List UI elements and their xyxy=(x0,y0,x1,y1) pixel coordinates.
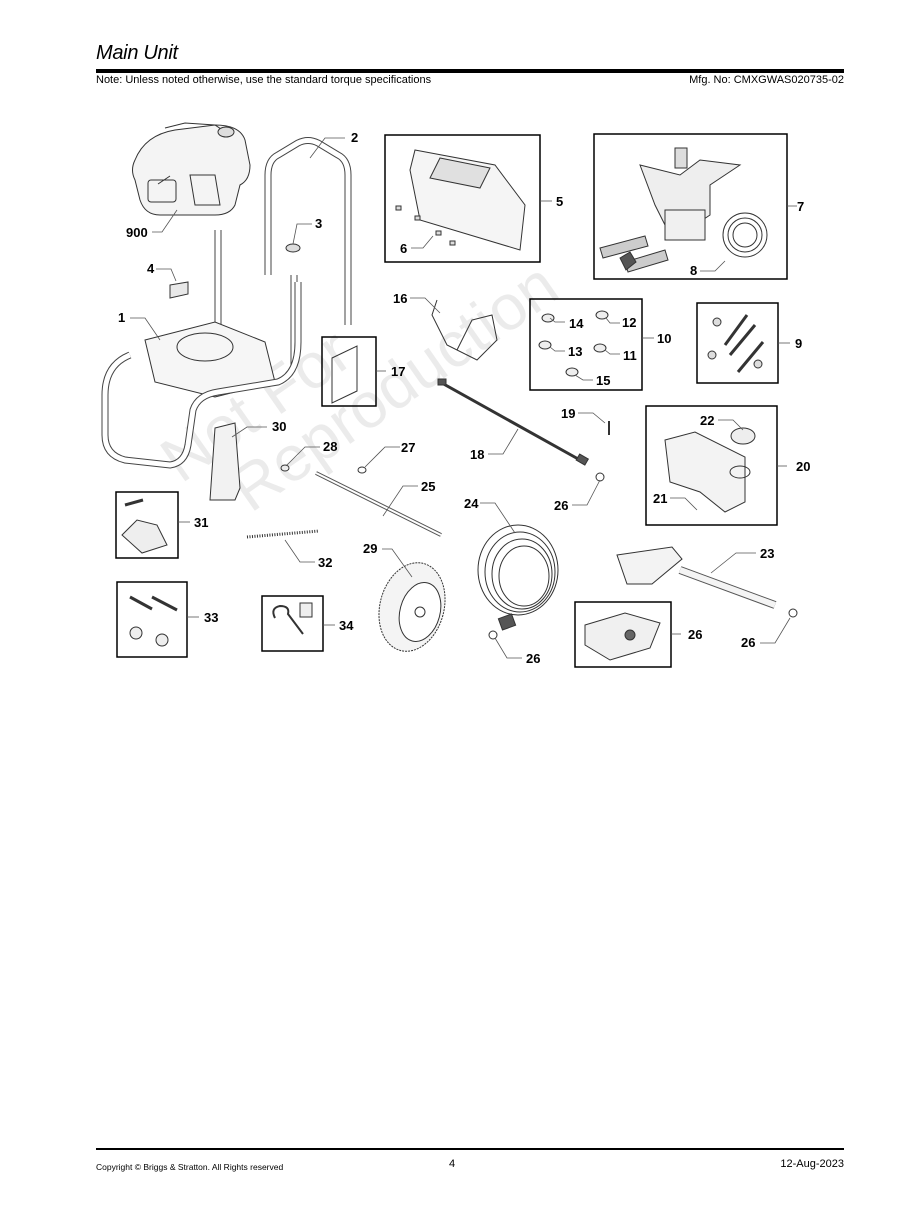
callout-6: 6 xyxy=(400,241,407,256)
nozzle-kit-box xyxy=(529,298,643,391)
callout-900: 900 xyxy=(126,225,148,240)
foot-kit-box xyxy=(115,491,179,559)
callout-27: 27 xyxy=(401,440,415,455)
handle-illustration xyxy=(264,137,352,325)
callout-30: 30 xyxy=(272,419,286,434)
callout-26-gun: 26 xyxy=(741,635,755,650)
callout-8: 8 xyxy=(690,263,697,278)
footer-rule xyxy=(96,1148,844,1150)
date: 12-Aug-2023 xyxy=(780,1158,844,1170)
callout-3: 3 xyxy=(315,216,322,231)
hose-illustration xyxy=(477,524,559,640)
page-title: Main Unit xyxy=(96,42,178,64)
spray-gun-illustration xyxy=(616,546,798,618)
callout-24: 24 xyxy=(464,496,479,511)
callout-10: 10 xyxy=(657,331,671,346)
bottle-illustration xyxy=(209,422,241,501)
callout-33: 33 xyxy=(204,610,218,625)
callout-17: 17 xyxy=(391,364,405,379)
o-ring-kit-box xyxy=(574,601,672,668)
page-number: 4 xyxy=(449,1158,456,1170)
decal-kit-box xyxy=(321,336,377,407)
callout-19: 19 xyxy=(561,406,575,421)
callout-2: 2 xyxy=(351,130,358,145)
callout-23: 23 xyxy=(760,546,774,561)
torque-note: Note: Unless noted otherwise, use the st… xyxy=(96,74,432,86)
label-illustration xyxy=(169,281,189,299)
plug-cap-illustration xyxy=(285,243,301,253)
frame-illustration xyxy=(101,282,302,469)
callout-12: 12 xyxy=(622,315,636,330)
callout-11: 11 xyxy=(623,348,637,363)
callout-26-hose: 26 xyxy=(526,651,540,666)
parts-diagram: 900 1 2 3 4 5 6 7 8 9 10 11 12 13 14 15 … xyxy=(101,122,810,668)
callout-22: 22 xyxy=(700,413,714,428)
callout-5: 5 xyxy=(556,194,563,209)
mfg-number: Mfg. No: CMXGWAS020735-02 xyxy=(689,74,844,86)
callout-18: 18 xyxy=(470,447,484,462)
hook-kit-box xyxy=(261,595,324,652)
callout-4: 4 xyxy=(147,261,155,276)
callout-15: 15 xyxy=(596,373,610,388)
header-rule xyxy=(96,69,844,73)
engine-illustration xyxy=(132,122,251,216)
callout-34: 34 xyxy=(339,618,354,633)
wheel-illustration xyxy=(378,562,446,652)
callout-14: 14 xyxy=(569,316,584,331)
callout-13: 13 xyxy=(568,344,582,359)
callout-7: 7 xyxy=(797,199,804,214)
copyright: Copyright © Briggs & Stratton. All Right… xyxy=(96,1162,284,1172)
callout-28: 28 xyxy=(323,439,337,454)
callout-25: 25 xyxy=(421,479,435,494)
callout-26-wand: 26 xyxy=(554,498,568,513)
tank-assembly-box xyxy=(645,405,778,526)
pump-assembly-box xyxy=(593,133,788,280)
callout-31: 31 xyxy=(194,515,208,530)
callout-21: 21 xyxy=(653,491,667,506)
callout-20: 20 xyxy=(796,459,810,474)
knob-kit-box xyxy=(116,581,188,658)
panel-assembly-box xyxy=(384,134,541,263)
callout-9: 9 xyxy=(795,336,802,351)
callout-1: 1 xyxy=(118,310,125,325)
callout-32: 32 xyxy=(318,555,332,570)
callout-29: 29 xyxy=(363,541,377,556)
callout-16: 16 xyxy=(393,291,407,306)
callout-26-kit: 26 xyxy=(688,627,702,642)
